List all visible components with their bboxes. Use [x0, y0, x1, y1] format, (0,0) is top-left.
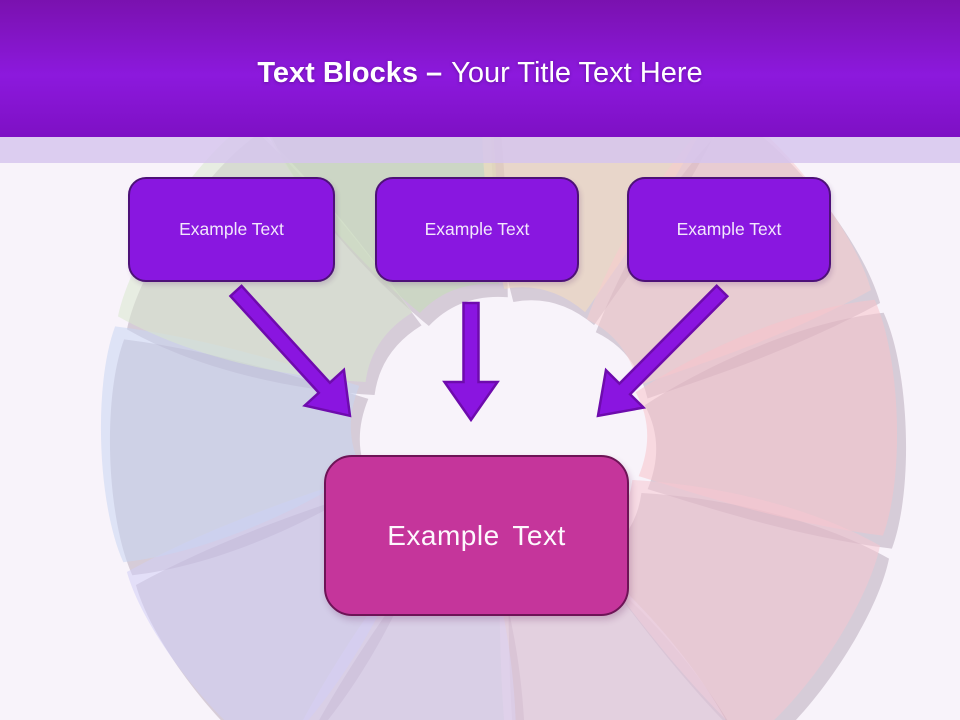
down-arrow[interactable] [442, 301, 500, 423]
connector-arrows [216, 272, 741, 434]
text-block-1-label: Example Text [179, 219, 284, 239]
text-block-2[interactable]: Example Text [375, 177, 579, 282]
header-accent-band [0, 137, 960, 163]
aperture-blade [585, 479, 881, 720]
aperture-blade [635, 299, 898, 536]
slide-title[interactable]: Text Blocks – Your Title Text Here [257, 47, 702, 90]
aperture-blade [499, 549, 740, 720]
title-regular-text: Your Title Text Here [451, 57, 703, 89]
text-block-result[interactable]: Example Text [324, 455, 629, 616]
aperture-blade [280, 549, 516, 720]
slide-header: Text Blocks – Your Title Text Here [0, 0, 960, 137]
text-block-2-label: Example Text [424, 219, 530, 239]
text-block-1[interactable]: Example Text [128, 177, 335, 282]
down-left-arrow[interactable] [579, 272, 741, 434]
aperture-blade [100, 326, 363, 563]
text-block-result-label: Example Text [387, 519, 566, 551]
down-right-arrow[interactable] [216, 273, 369, 434]
title-bold-text: Text Blocks – [257, 57, 443, 89]
text-block-3[interactable]: Example Text [627, 177, 831, 282]
text-block-3-label: Example Text [676, 219, 782, 239]
